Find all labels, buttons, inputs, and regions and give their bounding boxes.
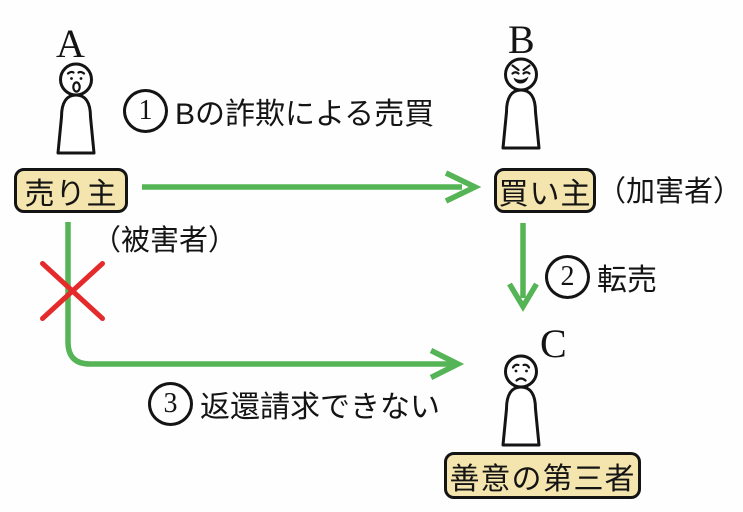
person-c-sad-icon xyxy=(501,354,541,447)
seller-box: 売り主 xyxy=(14,168,128,213)
step-1-label: Bの詐欺による売買 xyxy=(175,98,435,131)
actor-a-letter: A xyxy=(56,21,85,66)
step-2-number-badge: 2 xyxy=(545,255,590,299)
step-1-number-badge: 1 xyxy=(123,89,168,133)
buyer-box: 買い主 xyxy=(494,168,596,213)
actor-c-letter: C xyxy=(540,321,567,366)
red-cross-icon xyxy=(40,261,105,321)
actor-b-letter: B xyxy=(508,17,535,62)
step-2-label-group: 2 転売 xyxy=(545,255,657,299)
victim-label: （被害者） xyxy=(92,225,238,257)
step-3-label-group: 3 返還請求できない xyxy=(148,382,440,426)
step-3-number-badge: 3 xyxy=(148,382,193,426)
arrow-2-resale-head xyxy=(507,282,539,312)
person-a-worried-icon xyxy=(56,62,96,155)
step-2-label: 転売 xyxy=(597,264,657,297)
step-3-label: 返還請求できない xyxy=(200,391,440,424)
person-b-scheming-icon xyxy=(501,57,541,150)
arrow-3-claim-head xyxy=(429,348,465,380)
arrow-1-sale-head xyxy=(444,170,482,204)
good-faith-third-party-box: 善意の第三者 xyxy=(444,452,641,499)
step-1-label-group: 1 Bの詐欺による売買 xyxy=(123,89,434,133)
arrow-3-claim-shaft xyxy=(65,222,452,367)
perpetrator-label: （加害者） xyxy=(597,176,743,208)
